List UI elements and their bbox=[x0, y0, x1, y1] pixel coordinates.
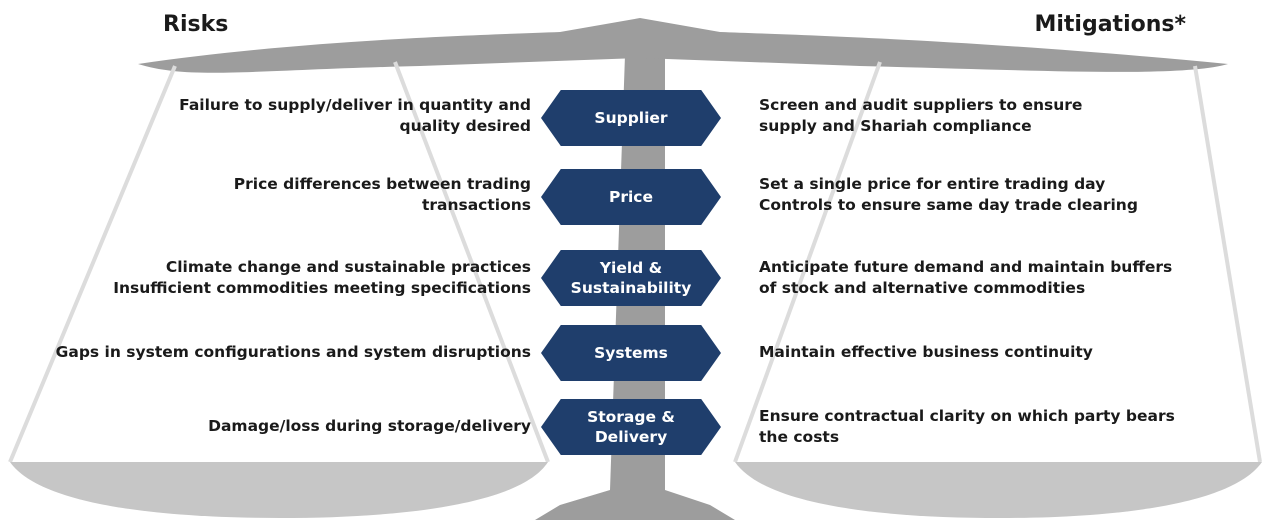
category-storage-delivery: Storage & Delivery bbox=[541, 399, 721, 455]
risk-line: Price differences between trading bbox=[233, 175, 531, 193]
left-pan-string-outer bbox=[8, 65, 177, 463]
risk-systems: Gaps in system configurations and system… bbox=[11, 342, 531, 363]
category-label: Sustainability bbox=[570, 279, 692, 297]
risk-line: transactions bbox=[421, 196, 531, 214]
mitigation-line: Maintain effective business continuity bbox=[759, 343, 1093, 361]
category-price: Price bbox=[541, 169, 721, 225]
mitigation-storage-delivery: Ensure contractual clarity on which part… bbox=[759, 406, 1229, 448]
risk-storage-delivery: Damage/loss during storage/delivery bbox=[11, 416, 531, 437]
mitigation-line: supply and Shariah compliance bbox=[759, 117, 1032, 135]
category-label: Price bbox=[608, 188, 654, 206]
category-label: Systems bbox=[594, 344, 668, 362]
risk-line: Failure to supply/deliver in quantity an… bbox=[179, 96, 531, 114]
mitigation-line: the costs bbox=[759, 428, 840, 446]
risk-line: Insufficient commodities meeting specifi… bbox=[113, 279, 531, 297]
left-pan-string-inner bbox=[393, 61, 550, 463]
mitigation-line: Screen and audit suppliers to ensure bbox=[759, 96, 1083, 114]
mitigation-line: Controls to ensure same day trade cleari… bbox=[759, 196, 1138, 214]
category-label: Storage & bbox=[587, 408, 675, 426]
category-label: Yield & bbox=[599, 259, 663, 277]
category-label: Delivery bbox=[594, 428, 668, 446]
scale-beam bbox=[138, 18, 1228, 73]
risk-line: Gaps in system configurations and system… bbox=[55, 343, 531, 361]
mitigation-line: Ensure contractual clarity on which part… bbox=[759, 407, 1175, 425]
risk-yield-sustainability: Climate change and sustainable practices… bbox=[11, 257, 531, 299]
mitigation-line: Set a single price for entire trading da… bbox=[759, 175, 1106, 193]
mitigation-price: Set a single price for entire trading da… bbox=[759, 174, 1229, 216]
risk-price: Price differences between trading transa… bbox=[11, 174, 531, 216]
right-pan-string-inner bbox=[733, 61, 882, 463]
risk-line: Damage/loss during storage/delivery bbox=[208, 417, 531, 435]
mitigation-line: Anticipate future demand and maintain bu… bbox=[759, 258, 1173, 276]
left-pan bbox=[10, 462, 548, 518]
risks-heading: Risks bbox=[163, 12, 229, 37]
mitigation-yield-sustainability: Anticipate future demand and maintain bu… bbox=[759, 257, 1229, 299]
risk-line: Climate change and sustainable practices bbox=[165, 258, 531, 276]
right-pan-string-outer bbox=[1193, 65, 1262, 463]
mitigation-supplier: Screen and audit suppliers to ensure sup… bbox=[759, 95, 1229, 137]
category-supplier: Supplier bbox=[541, 90, 721, 146]
mitigation-systems: Maintain effective business continuity bbox=[759, 342, 1229, 363]
category-systems: Systems bbox=[541, 325, 721, 381]
risk-supplier: Failure to supply/deliver in quantity an… bbox=[11, 95, 531, 137]
category-label: Supplier bbox=[594, 109, 668, 127]
mitigation-line: of stock and alternative commodities bbox=[759, 279, 1086, 297]
risk-line: quality desired bbox=[399, 117, 531, 135]
category-yield-sustainability: Yield & Sustainability bbox=[541, 250, 721, 306]
mitigations-heading: Mitigations* bbox=[1034, 12, 1186, 37]
right-pan bbox=[735, 462, 1262, 518]
